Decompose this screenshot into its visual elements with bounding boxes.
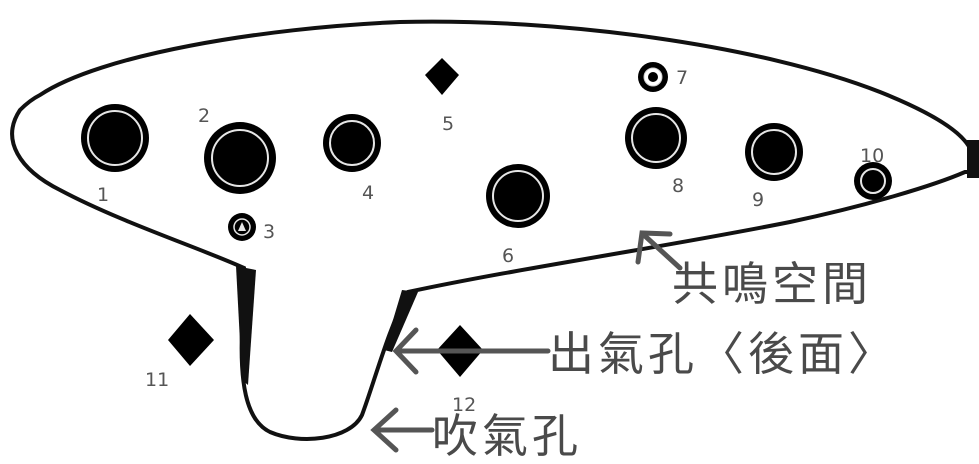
tail-cap xyxy=(967,140,979,178)
hole-11 xyxy=(168,314,214,366)
arrow-resonance xyxy=(635,230,683,271)
hole-label-12: 12 xyxy=(452,394,476,416)
hole-label-10: 10 xyxy=(860,145,884,167)
label-blow-hole: 吹氣孔 xyxy=(432,409,582,463)
hole-label-9: 9 xyxy=(752,189,764,211)
label-resonance-chamber: 共鳴空間 xyxy=(672,257,872,311)
hole-label-6: 6 xyxy=(502,245,514,267)
hole-9 xyxy=(745,123,803,181)
mouthpiece-shadow-right xyxy=(384,290,418,352)
mouthpiece-shadow-left xyxy=(236,266,256,385)
label-outlet: 出氣孔〈後面〉 xyxy=(548,327,898,381)
hole-label-8: 8 xyxy=(672,175,684,197)
hole-1 xyxy=(81,104,149,172)
arrow-outlet xyxy=(392,327,551,375)
hole-label-7: 7 xyxy=(676,67,688,89)
hole-2 xyxy=(204,122,276,194)
hole-label-11: 11 xyxy=(145,369,169,391)
hole-label-4: 4 xyxy=(362,182,374,204)
hole-5 xyxy=(425,58,459,95)
hole-3 xyxy=(228,213,256,241)
hole-label-5: 5 xyxy=(442,113,454,135)
hole-7 xyxy=(638,62,668,92)
hole-label-2: 2 xyxy=(198,105,210,127)
hole-label-1: 1 xyxy=(97,184,109,206)
hole-8 xyxy=(625,107,687,169)
arrow-blow-hole xyxy=(370,407,435,453)
hole-6 xyxy=(486,164,550,228)
hole-4 xyxy=(323,114,381,172)
hole-10 xyxy=(854,162,892,200)
hole-label-3: 3 xyxy=(263,221,275,243)
